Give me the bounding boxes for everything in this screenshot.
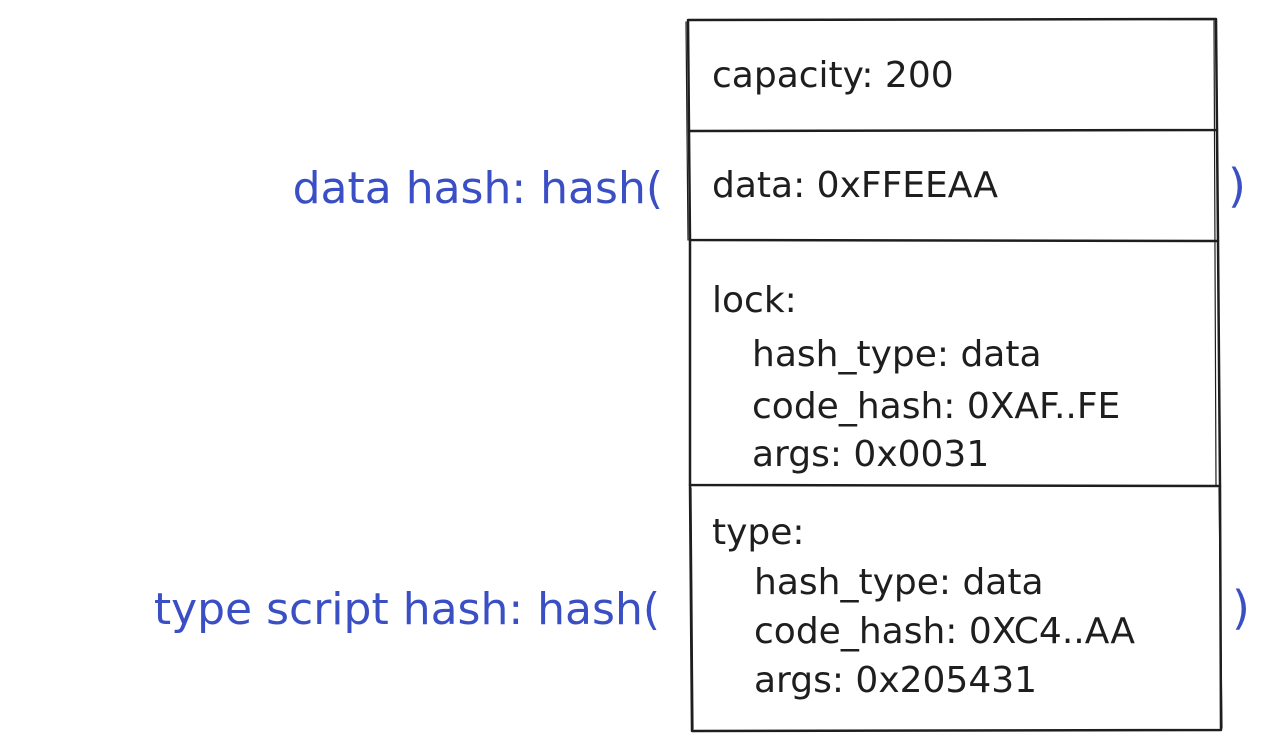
- type-script-hash-close-paren: ): [1232, 581, 1250, 635]
- type-args: args: 0x205431: [754, 660, 1037, 701]
- lock-args: args: 0x0031: [752, 434, 989, 475]
- lock-title: lock:: [712, 280, 797, 321]
- lock-script-group: lock: hash_type: data code_hash: 0XAF..F…: [712, 280, 1120, 475]
- sketch-overstroke: [685, 20, 1223, 730]
- capacity-field: capacity: 200: [712, 55, 954, 96]
- data-hash-label: data hash: hash(: [293, 163, 663, 214]
- data-hash-close-paren: ): [1228, 159, 1246, 213]
- lock-code-hash: code_hash: 0XAF..FE: [752, 386, 1120, 427]
- type-script-group: type: hash_type: data code_hash: 0XC4..A…: [712, 512, 1135, 701]
- cell-box: [685, 17, 1223, 733]
- type-hash-type: hash_type: data: [754, 562, 1044, 603]
- type-code-hash: code_hash: 0XC4..AA: [754, 611, 1135, 652]
- data-field: data: 0xFFEEAA: [712, 165, 998, 206]
- type-script-hash-label: type script hash: hash(: [154, 584, 660, 635]
- type-title: type:: [712, 512, 805, 553]
- data-row-border: [687, 128, 1220, 243]
- lock-row-border: [688, 238, 1222, 488]
- lock-hash-type: hash_type: data: [752, 334, 1042, 375]
